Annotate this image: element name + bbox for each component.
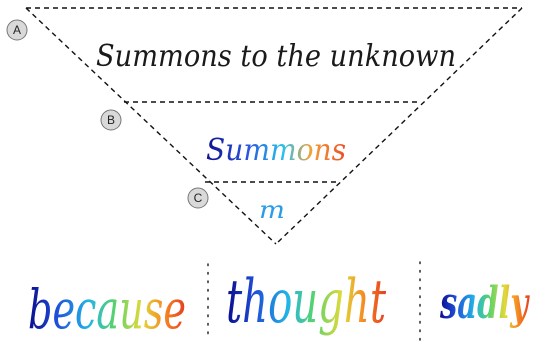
word-thought: thought: [226, 267, 387, 337]
level-b-handwriting: Summons: [206, 133, 346, 168]
funnel-left-edge: [25, 7, 277, 245]
marker-b: B: [100, 109, 122, 131]
marker-c-label: C: [194, 191, 203, 205]
marker-c: C: [187, 187, 209, 209]
level-c-handwriting: m: [259, 196, 285, 224]
word-because: because: [28, 278, 186, 341]
word-sadly: sadly: [439, 278, 530, 329]
funnel-outline: [25, 7, 523, 245]
marker-a-label: A: [13, 23, 21, 37]
funnel-right-edge: [275, 7, 523, 245]
marker-b-label: B: [107, 113, 115, 127]
level-a-handwriting: Summons to the unknown: [96, 39, 456, 74]
marker-a: A: [6, 19, 28, 41]
